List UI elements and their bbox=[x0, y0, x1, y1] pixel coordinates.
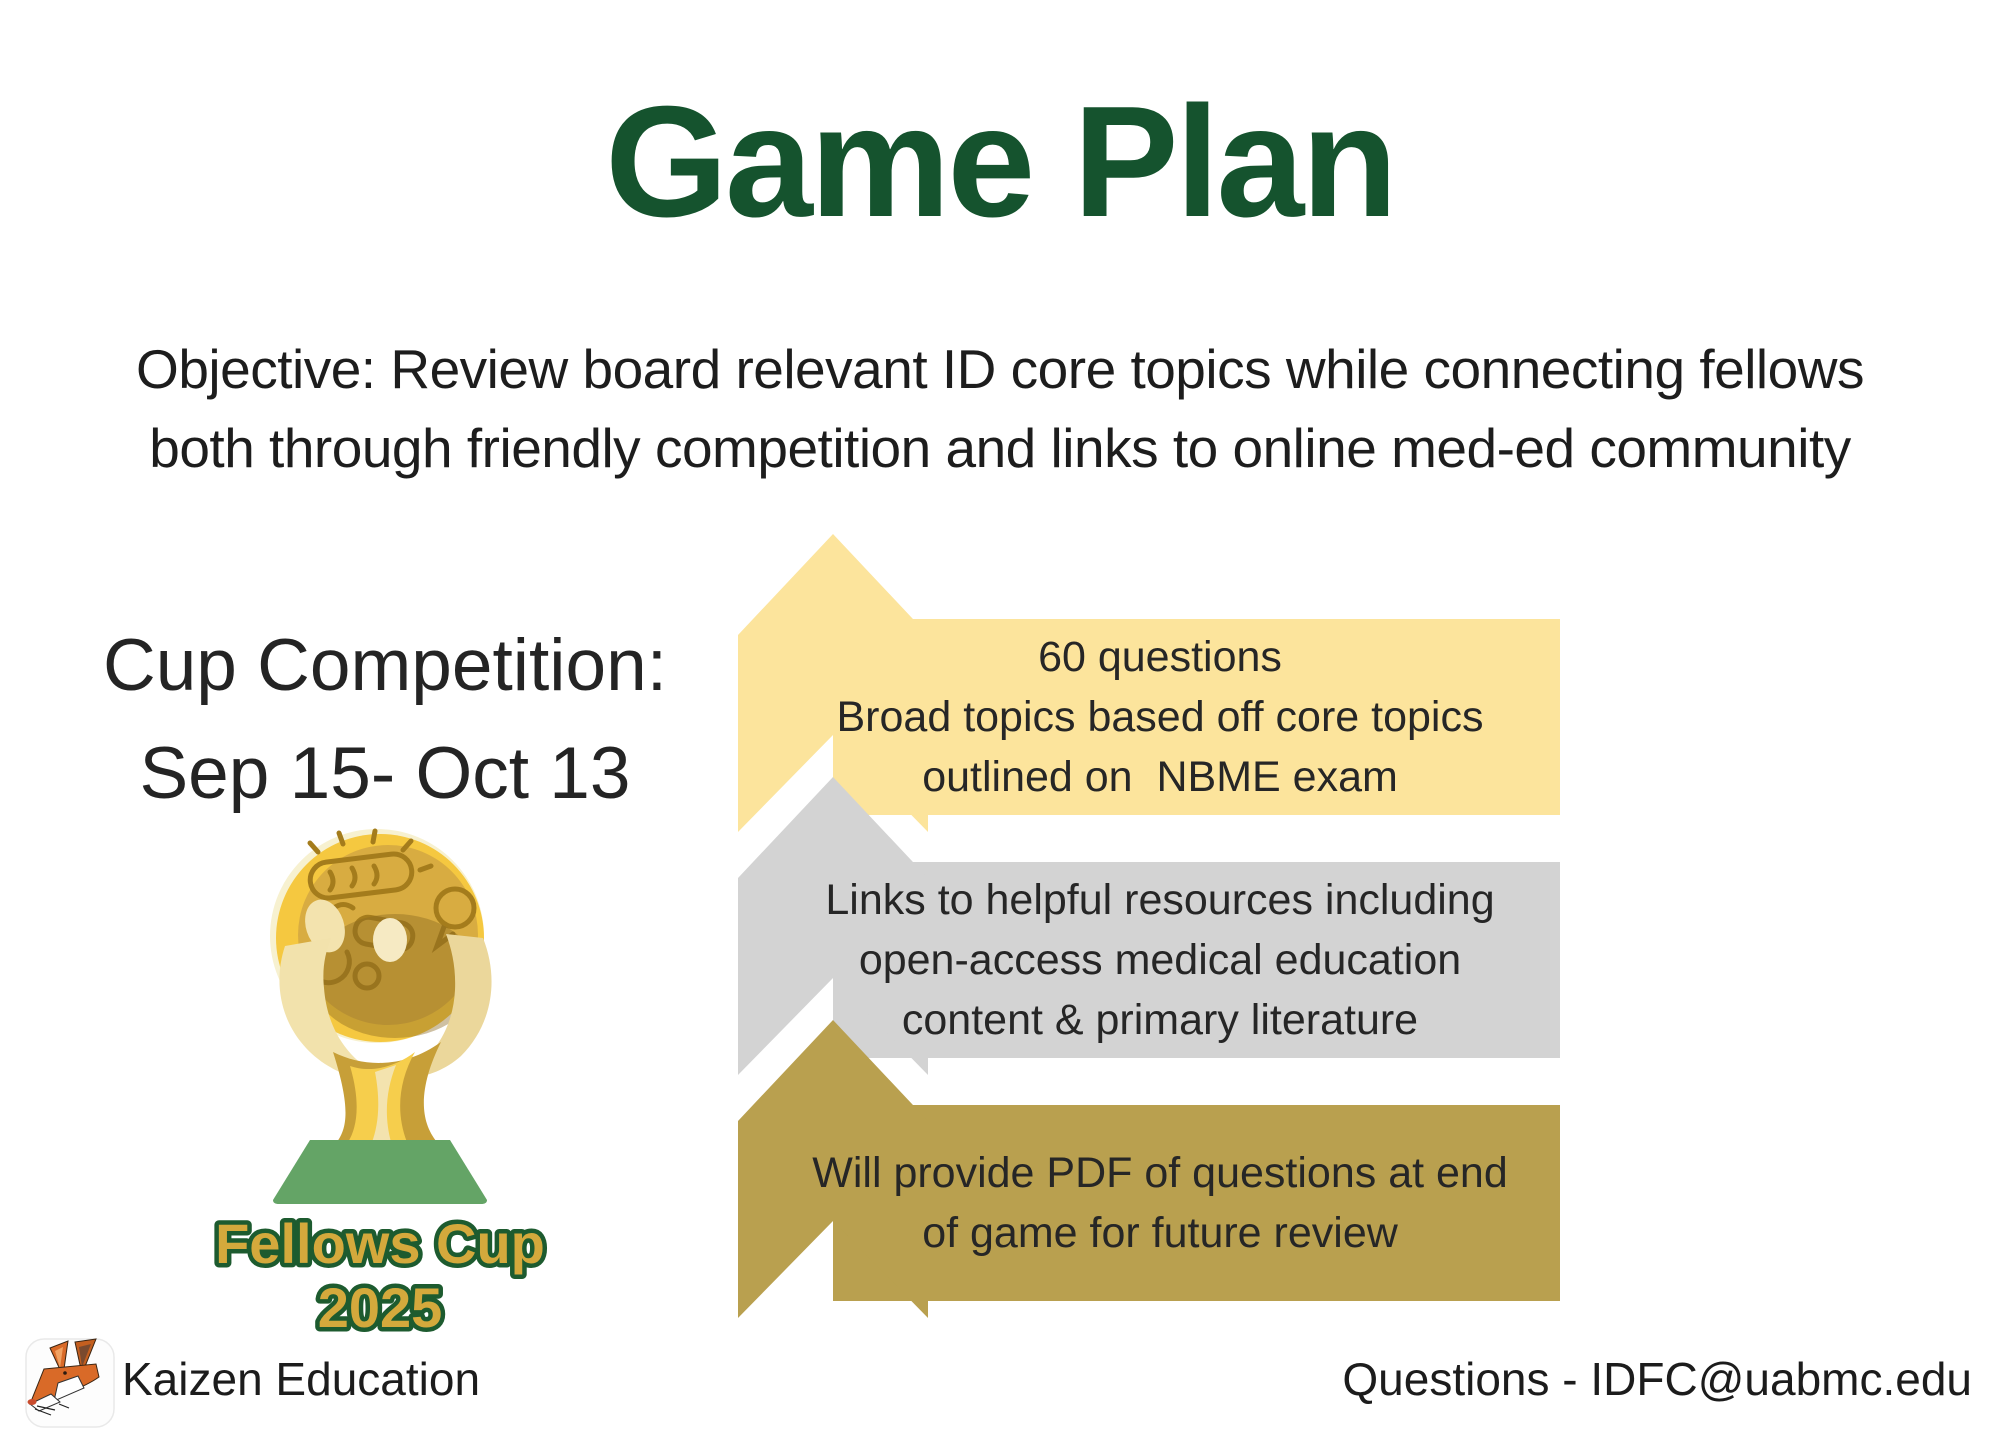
hand-shadow bbox=[311, 914, 479, 1038]
trophy-base bbox=[273, 1140, 487, 1204]
thumb bbox=[305, 899, 345, 953]
objective-line-1: Objective: Review board relevant ID core… bbox=[136, 338, 1864, 400]
cup-competition-heading: Cup Competition: Sep 15- Oct 13 bbox=[50, 612, 720, 828]
chevron-item-pdf: Will provide PDF of questions at end of … bbox=[790, 1105, 1530, 1301]
chevron-2-bar bbox=[833, 862, 1560, 1058]
page-title: Game Plan bbox=[605, 74, 1398, 250]
right-arm bbox=[405, 934, 492, 1077]
chevron-3-bar bbox=[833, 1105, 1560, 1301]
fist bbox=[373, 918, 407, 962]
chevron-1-line-2: Broad topics based off core topics bbox=[836, 693, 1484, 741]
chevron-2-line-1: Links to helpful resources including bbox=[825, 876, 1495, 924]
chevron-shape-2 bbox=[738, 777, 1560, 1075]
fox-icon bbox=[25, 1338, 115, 1428]
trophy-body-highlight bbox=[372, 1065, 396, 1142]
objective-line-2: both through friendly competition and li… bbox=[149, 417, 1851, 479]
trophy-caption-line-2: 2025 bbox=[318, 1276, 443, 1339]
chevron-3-line-2: of game for future review bbox=[922, 1209, 1398, 1257]
trophy-caption: Fellows Cup 2025 bbox=[211, 1208, 550, 1344]
fellows-cup-trophy-icon bbox=[270, 828, 492, 1204]
cup-heading-line-1: Cup Competition: bbox=[102, 625, 667, 706]
brand-label: Kaizen Education bbox=[122, 1353, 481, 1405]
trophy-caption-line-1: Fellows Cup bbox=[215, 1212, 545, 1275]
chevron-2-arrow bbox=[738, 777, 928, 1075]
chevron-shape-1 bbox=[738, 534, 1560, 832]
chevron-item-resources: Links to helpful resources including ope… bbox=[790, 862, 1530, 1058]
chevron-item-questions: 60 questions Broad topics based off core… bbox=[790, 619, 1530, 815]
chevron-2-line-3: content & primary literature bbox=[901, 996, 1419, 1044]
contact-email: Questions - IDFC@uabmc.edu bbox=[1342, 1353, 1972, 1405]
cup-heading-line-2: Sep 15- Oct 13 bbox=[139, 733, 631, 814]
chevron-1-arrow bbox=[738, 534, 928, 832]
chevron-1-line-3: outlined on NBME exam bbox=[922, 753, 1398, 801]
left-arm bbox=[279, 938, 377, 1078]
chevron-1-line-1: 60 questions bbox=[1038, 633, 1282, 681]
chevron-shape-3 bbox=[738, 1020, 1560, 1318]
chevron-3-arrow bbox=[738, 1020, 928, 1318]
chevron-1-bar bbox=[833, 619, 1560, 815]
chevron-3-line-1: Will provide PDF of questions at end bbox=[812, 1149, 1508, 1197]
chevron-2-line-2: open-access medical education bbox=[858, 936, 1462, 984]
objective-text: Objective: Review board relevant ID core… bbox=[0, 330, 2000, 488]
